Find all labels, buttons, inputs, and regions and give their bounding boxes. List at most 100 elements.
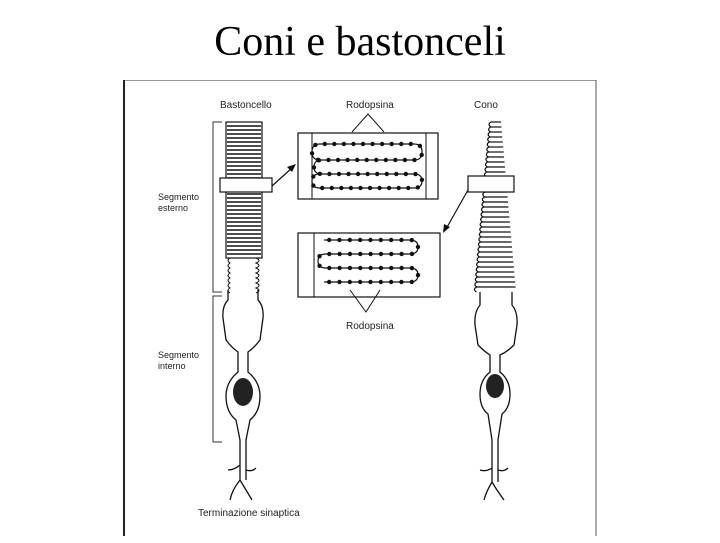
- rhodopsin-dot: [357, 237, 363, 243]
- rhodopsin-dot: [309, 151, 315, 156]
- rhodopsin-dot: [406, 185, 411, 191]
- rhodopsin-dot: [355, 171, 361, 177]
- rhodopsin-dot: [386, 185, 392, 191]
- rhodopsin-dot: [378, 251, 384, 257]
- rhodopsin-dot: [326, 157, 331, 163]
- rhodopsin-dot: [396, 185, 401, 191]
- rod-nucleus: [233, 378, 253, 406]
- rhodopsin-dot: [419, 177, 425, 183]
- cone-to-panel-arrow: [445, 189, 469, 230]
- rhodopsin-dot: [337, 265, 342, 271]
- rhodopsin-dot: [413, 171, 418, 177]
- rhodopsin-dot: [384, 171, 389, 177]
- cone-cell: [467, 121, 518, 501]
- rhodopsin-dot: [360, 141, 366, 147]
- rhodopsin-dot: [365, 171, 370, 177]
- rhodopsin-dot: [368, 251, 373, 257]
- rhodopsin-dot: [351, 141, 356, 147]
- rhodopsin-label-top: Rodopsina: [346, 100, 394, 111]
- rhodopsin-dot: [354, 157, 360, 163]
- rhodopsin-dot: [412, 157, 417, 163]
- rhodopsin-dot: [402, 157, 408, 163]
- inner-segment-bracket: [212, 295, 222, 443]
- rhodopsin-dot: [337, 251, 342, 257]
- rhodopsin-dot: [389, 141, 394, 147]
- rhodopsin-dot: [347, 251, 353, 257]
- rhodopsin-label-bottom: Rodopsina: [346, 321, 394, 332]
- rhodopsin-dot: [415, 272, 421, 278]
- rhodopsin-dot: [378, 265, 384, 271]
- synaptic-terminal-label: Terminazione sinaptica: [198, 508, 300, 519]
- rhodopsin-dot: [367, 185, 373, 191]
- rhodopsin-dot: [347, 265, 353, 271]
- rhodopsin-pointer-top: [351, 113, 385, 133]
- rhodopsin-molecules-cone: [317, 237, 421, 285]
- rods-cones-figure: Bastoncello Rodopsina Cono Segmento este…: [118, 79, 600, 538]
- rods-cones-diagram: Bastoncello Rodopsina Cono Segmento este…: [123, 79, 597, 536]
- rhodopsin-dot: [368, 265, 373, 271]
- rhodopsin-dot: [399, 237, 404, 243]
- rhodopsin-dot: [339, 185, 344, 191]
- cone-membrane-panel: [297, 232, 441, 298]
- rhodopsin-dot: [374, 171, 380, 177]
- rhodopsin-molecules-rod: [309, 141, 425, 191]
- rhodopsin-dot: [409, 251, 415, 257]
- rhodopsin-dot: [348, 185, 354, 191]
- rhodopsin-pointer-bottom: [349, 289, 381, 313]
- rhodopsin-dot: [399, 265, 404, 271]
- rhodopsin-dot: [327, 265, 332, 271]
- outer-segment-label-1: Segmento: [158, 192, 199, 202]
- rhodopsin-dot: [399, 279, 404, 285]
- rhodopsin-dot: [358, 265, 363, 271]
- rhodopsin-dot: [389, 265, 394, 271]
- cone-label: Cono: [474, 100, 498, 111]
- rhodopsin-dot: [322, 141, 327, 147]
- rhodopsin-dot: [327, 171, 332, 177]
- rhodopsin-dot: [317, 263, 322, 269]
- rhodopsin-dot: [358, 185, 363, 191]
- rhodopsin-dot: [315, 157, 321, 163]
- rhodopsin-dot: [408, 141, 414, 147]
- rhodopsin-dot: [417, 143, 423, 149]
- rhodopsin-dot: [399, 141, 404, 147]
- rhodopsin-dot: [357, 279, 363, 285]
- rhodopsin-dot: [377, 185, 382, 191]
- rhodopsin-dot: [358, 251, 363, 257]
- rhodopsin-dot: [345, 157, 350, 163]
- rod-label: Bastoncello: [220, 100, 272, 111]
- rhodopsin-dot: [341, 141, 347, 147]
- rhodopsin-dot: [378, 279, 384, 285]
- rhodopsin-dot: [346, 171, 351, 177]
- cone-discs: [473, 121, 516, 293]
- slide-title: Coni e bastonceli: [214, 19, 506, 65]
- rhodopsin-dot: [388, 279, 394, 285]
- rhodopsin-dot: [378, 237, 384, 243]
- rod-to-panel-arrow: [271, 166, 294, 187]
- rhodopsin-dot: [394, 171, 399, 177]
- rhodopsin-dot: [329, 185, 334, 191]
- cone-nucleus: [486, 374, 504, 398]
- rhodopsin-dot: [409, 265, 415, 271]
- rhodopsin-dot: [311, 183, 316, 188]
- rhodopsin-dot: [326, 279, 332, 285]
- rhodopsin-dot: [332, 141, 337, 147]
- rhodopsin-dot: [368, 279, 373, 285]
- rhodopsin-dot: [409, 279, 414, 285]
- rhodopsin-dot: [326, 237, 332, 243]
- rhodopsin-dot: [383, 157, 389, 163]
- outer-segment-label-2: esterno: [158, 203, 188, 213]
- rhodopsin-dot: [327, 251, 332, 257]
- rhodopsin-dot: [335, 157, 341, 163]
- rhodopsin-dot: [403, 171, 409, 177]
- rhodopsin-dot: [347, 237, 353, 243]
- rod-membrane-panel: [297, 132, 439, 200]
- rhodopsin-dot: [399, 251, 404, 257]
- rhodopsin-dot: [389, 251, 394, 257]
- rhodopsin-dot: [311, 174, 316, 179]
- rhodopsin-dot: [415, 185, 420, 190]
- rhodopsin-dot: [374, 157, 379, 163]
- rhodopsin-dot: [388, 237, 394, 243]
- rhodopsin-dot: [368, 237, 373, 243]
- cone-sample-box: [467, 175, 515, 193]
- rhodopsin-dot: [336, 171, 342, 177]
